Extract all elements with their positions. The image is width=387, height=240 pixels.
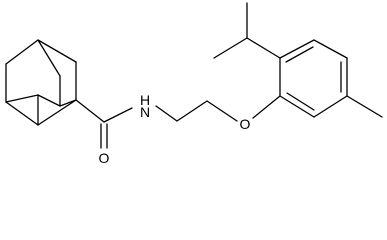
benzene-ring xyxy=(279,39,348,118)
bond xyxy=(252,95,281,119)
bond xyxy=(37,99,77,126)
bond xyxy=(37,39,77,63)
bond xyxy=(313,39,348,59)
amide-nitrogen-hydrogen-label: H xyxy=(140,92,150,108)
bond xyxy=(37,39,61,77)
bond xyxy=(37,94,61,107)
bond xyxy=(155,105,178,122)
bond xyxy=(75,99,105,123)
bond xyxy=(279,39,315,59)
isopropyl-group xyxy=(213,2,281,59)
amide-nitrogen-label: N xyxy=(140,104,150,120)
bond xyxy=(5,39,39,65)
ethyl-linker xyxy=(155,95,281,122)
ether-oxygen-label: O xyxy=(240,116,251,132)
bond xyxy=(103,107,133,123)
bond xyxy=(346,95,383,118)
bond xyxy=(5,101,39,126)
aromatic-inner-bond xyxy=(286,92,315,111)
bond xyxy=(313,95,348,118)
bond xyxy=(176,100,208,122)
bond xyxy=(59,99,77,107)
chemical-structure: H N O O xyxy=(5,2,383,166)
bond xyxy=(206,100,238,122)
bond xyxy=(213,37,248,59)
adamantane-cage xyxy=(5,39,77,126)
aromatic-inner-bond xyxy=(285,46,314,63)
amide-group xyxy=(75,99,133,149)
bond xyxy=(246,37,281,59)
carbonyl-oxygen-label: O xyxy=(99,150,110,166)
bond xyxy=(279,95,315,118)
methyl-group xyxy=(346,95,383,118)
bond xyxy=(5,94,39,103)
